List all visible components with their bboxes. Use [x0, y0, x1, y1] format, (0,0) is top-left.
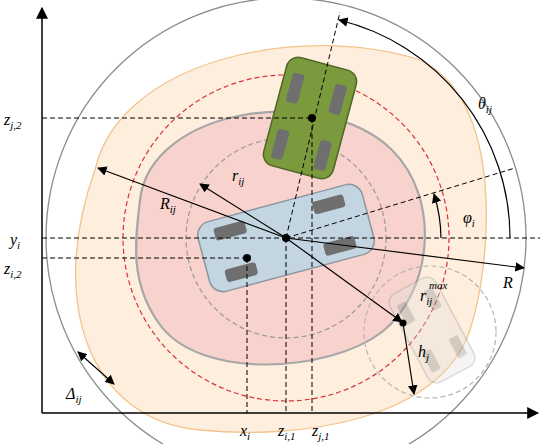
math-label: rijmax — [420, 288, 432, 307]
math-label: zi,1 — [278, 423, 296, 442]
math-label: xi — [240, 423, 250, 442]
math-label: zj,1 — [312, 423, 330, 442]
math-label: rij — [232, 168, 244, 187]
math-label: θij — [478, 96, 492, 115]
math-label: zj,2 — [4, 112, 22, 131]
math-label: φi — [463, 210, 475, 229]
math-label: yi — [10, 232, 20, 251]
math-label: hj — [418, 344, 429, 363]
math-label: Δij — [66, 386, 82, 405]
math-label: Rij — [160, 196, 176, 215]
math-label: R — [503, 275, 513, 291]
math-label: zi,2 — [4, 261, 22, 280]
